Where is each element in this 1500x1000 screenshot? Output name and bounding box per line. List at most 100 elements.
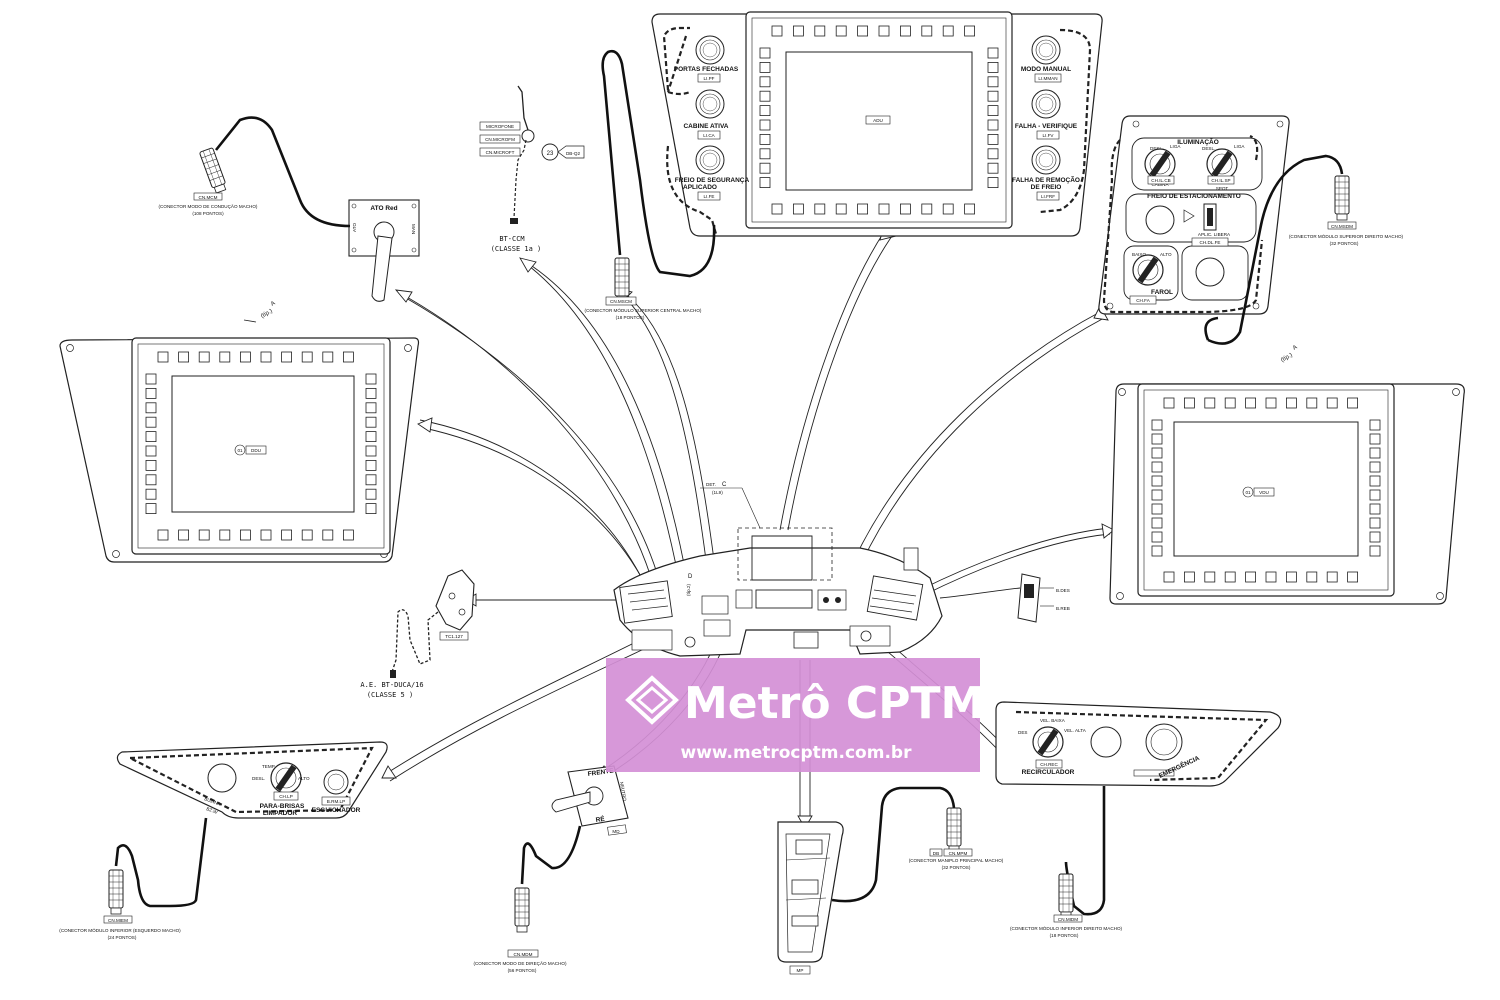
softkey xyxy=(964,203,975,215)
softkey xyxy=(1369,517,1381,529)
softkey xyxy=(145,474,157,486)
softkey xyxy=(771,25,783,37)
softkey xyxy=(878,25,890,37)
softkey xyxy=(771,203,783,215)
mode-switch-ato: ATO xyxy=(352,223,357,232)
wiper-high: ALTO xyxy=(298,776,310,781)
softkey xyxy=(1204,571,1216,583)
softkey xyxy=(759,90,771,102)
microphone: MICROFONE CN.MICROFM CN.MICROFT 23 DB-Q2… xyxy=(479,85,585,253)
spot-tag: CH.IL.SP xyxy=(1211,178,1230,183)
softkey xyxy=(365,488,377,500)
softkey xyxy=(1163,397,1175,409)
lamp-label-freio-seguranca-2: APLICADO xyxy=(683,184,717,191)
mode-switch-connector-desc: (CONECTOR MODO DE CONDUÇÃO MACHO) xyxy=(159,203,258,209)
softkey xyxy=(178,529,190,541)
softkey xyxy=(1369,531,1381,543)
wiper-off: DESL. xyxy=(252,776,265,781)
softkey xyxy=(145,402,157,414)
ddu-label: DDU xyxy=(251,448,261,453)
softkey xyxy=(759,62,771,73)
softkey xyxy=(1369,475,1381,487)
softkey xyxy=(759,133,771,145)
softkey xyxy=(1151,489,1163,501)
softkey xyxy=(365,503,377,515)
spot-off-label: DESL. xyxy=(1202,146,1215,151)
softkey xyxy=(1224,397,1236,409)
softkey xyxy=(1151,475,1163,487)
console-mark-text: (típ.2) xyxy=(686,584,691,596)
master-connector-desc: (CONECTOR MANIPLO PRINCIPAL MACHO) xyxy=(909,858,1004,863)
mic-tag-microfone: MICROFONE xyxy=(486,124,514,129)
softkey xyxy=(835,203,847,215)
softkey xyxy=(921,25,933,37)
softkey xyxy=(987,119,999,131)
mode-switch-man: MAN xyxy=(411,224,416,234)
softkey xyxy=(219,529,231,541)
parking-brake-small: APLIC. LIBERA xyxy=(1198,232,1231,237)
softkey xyxy=(1369,447,1381,459)
typ-right-letter: A xyxy=(1292,345,1298,352)
recirc-tag: CH.REC xyxy=(1040,762,1058,767)
softkey xyxy=(1151,531,1163,543)
softkey xyxy=(878,203,890,215)
mode-switch-connector-points: (108 PONTOS) xyxy=(192,211,224,216)
lamp-tag-li-mman: LI.MMAN xyxy=(1038,76,1057,81)
farol-high: ALTO xyxy=(1160,252,1172,257)
softkey xyxy=(1151,447,1163,459)
softkey xyxy=(814,25,826,37)
lamp-label-portas-fechadas: PORTAS FECHADAS xyxy=(674,66,739,73)
watermark-url: www.metrocptm.com.br xyxy=(681,743,913,763)
softkey xyxy=(1326,571,1338,583)
softkey xyxy=(987,105,999,116)
softkey xyxy=(987,76,999,88)
softkey xyxy=(793,25,804,37)
adu-connector-points: (18 PONTOS) xyxy=(616,315,645,320)
softkey xyxy=(145,503,157,515)
softkey xyxy=(145,387,157,399)
softkey xyxy=(322,529,334,541)
softkey xyxy=(942,203,954,215)
mic-bubble: 23 xyxy=(547,151,554,157)
recirculator-panel: DES VEL. BAIXA VEL. ALTA CH.REC RECIRCUL… xyxy=(995,701,1282,938)
softkey xyxy=(1265,397,1277,409)
wiper-label-2: LIMPADOR xyxy=(263,810,297,817)
softkey xyxy=(365,431,377,443)
lighting-panel: ILUMINAÇÃO DESL. LIGA CABINA CH.IL.CB DE… xyxy=(1098,115,1404,345)
wiper-tag: CH.LP xyxy=(279,794,293,799)
recirc-label: RECIRCULADOR xyxy=(1022,769,1075,776)
softkey xyxy=(759,105,771,116)
softkey xyxy=(1245,571,1256,583)
phone-tag: TC1.127 xyxy=(445,634,463,639)
softkey xyxy=(987,148,999,160)
softkey xyxy=(145,416,157,428)
parking-brake-title: FREIO DE ESTACIONAMENTO xyxy=(1147,193,1241,200)
recirc-off: DES xyxy=(1018,730,1027,735)
lighting-connector-tag: CN.MSDM xyxy=(1331,224,1353,229)
ddu-softkeys xyxy=(145,351,377,541)
softkey xyxy=(1369,545,1381,557)
mode-switch: ATO Red ATO MAN CN.MCM (CONECTOR MODO DE… xyxy=(159,116,420,302)
spot-on-label: LIGA xyxy=(1234,144,1245,149)
direction-reverse: RÉ xyxy=(595,814,606,824)
softkey xyxy=(759,177,771,189)
softkey xyxy=(365,373,377,385)
wiper-buzzer-tag: BZ.W xyxy=(206,806,219,815)
side-buttons: B.DES B.REB xyxy=(1017,573,1070,623)
adu-right-lamps xyxy=(1031,35,1061,175)
wiper-connector-points: (24 PONTOS) xyxy=(108,935,137,940)
softkey xyxy=(1326,397,1338,409)
softkey xyxy=(198,351,210,363)
detail-letter: C xyxy=(722,482,727,488)
softkey xyxy=(1245,397,1256,409)
recirc-connector-points: (18 PONTOS) xyxy=(1050,933,1079,938)
softkey xyxy=(900,25,911,37)
softkey xyxy=(759,119,771,131)
phone-cable-class: (CLASSE 5 ) xyxy=(367,691,413,699)
softkey xyxy=(365,416,377,428)
softkey xyxy=(281,351,293,363)
softkey xyxy=(1151,517,1163,529)
softkey xyxy=(260,351,272,363)
vdu-softkeys xyxy=(1151,397,1381,583)
softkey xyxy=(365,459,377,471)
